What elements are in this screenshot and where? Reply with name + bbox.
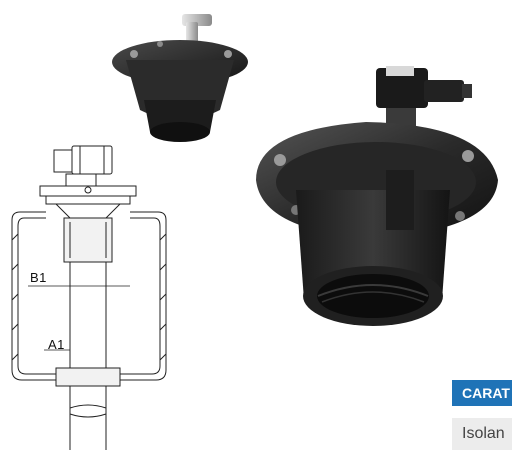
section-row-text: Isolan bbox=[452, 418, 512, 450]
valve-photo-small bbox=[112, 14, 248, 142]
air-fitting-icon bbox=[182, 14, 212, 44]
tank-wall-drawing bbox=[11, 211, 167, 381]
valve-section-drawing bbox=[11, 145, 167, 450]
valve-photo-large bbox=[256, 66, 498, 326]
dimension-label-b1: B1 bbox=[30, 270, 47, 285]
section-header: CARAT bbox=[452, 380, 512, 406]
solenoid-coil-drawing bbox=[53, 145, 113, 187]
dimension-lines bbox=[28, 285, 130, 351]
central-pipe-drawing bbox=[55, 217, 121, 450]
solenoid-coil-icon bbox=[376, 66, 472, 126]
dimension-label-a1: A1 bbox=[48, 337, 65, 352]
valve-head-drawing bbox=[39, 185, 137, 219]
